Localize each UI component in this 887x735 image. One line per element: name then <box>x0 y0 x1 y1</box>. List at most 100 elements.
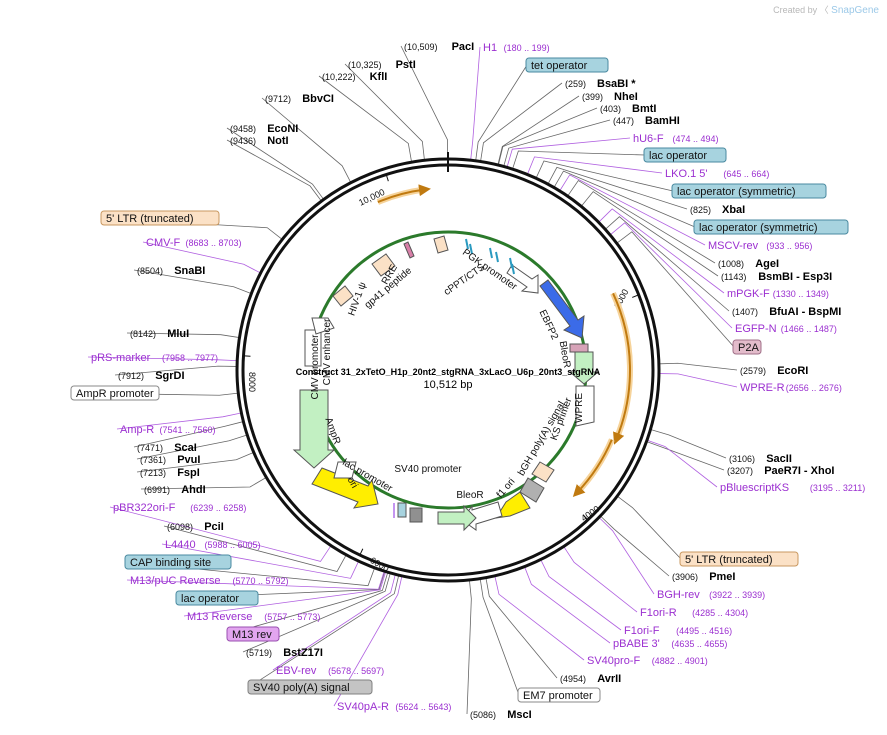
map-label-avrii[interactable]: (4954)AvrII <box>560 673 621 685</box>
leader-line <box>506 137 631 167</box>
map-label-m13-puc-reverse[interactable]: M13/pUC Reverse(5770 .. 5792) <box>130 575 289 587</box>
map-label-snabi[interactable]: (8504)SnaBI <box>137 265 205 277</box>
map-label-pvui[interactable]: (7361)PvuI <box>140 454 200 466</box>
label-name: tet operator <box>531 60 588 72</box>
map-label-ebv-rev[interactable]: EBV-rev(5678 .. 5697) <box>276 665 384 677</box>
map-label-bbvci[interactable]: (9712)BbvCI <box>265 93 334 105</box>
label-box <box>671 183 827 199</box>
leader-line <box>659 362 738 371</box>
feature-label-ori: ori <box>345 475 360 490</box>
label-position: (8504) <box>137 266 163 276</box>
label-name: SgrDI <box>155 370 184 382</box>
map-label-sacii[interactable]: (3106)SacII <box>729 453 792 465</box>
map-label-m13-rev[interactable]: M13 rev <box>226 626 280 642</box>
map-label-wpre-r[interactable]: WPRE-R(2656 .. 2676) <box>740 382 842 394</box>
map-label-5-ltr-truncated[interactable]: 5' LTR (truncated) <box>679 551 799 567</box>
map-label-lko-1-5[interactable]: LKO.1 5'(645 .. 664) <box>665 168 769 180</box>
map-label-tet-operator[interactable]: tet operator <box>525 57 609 73</box>
map-label-f1ori-f[interactable]: F1ori-F(4495 .. 4516) <box>624 625 732 637</box>
map-label-ecori[interactable]: (2579)EcoRI <box>740 365 808 377</box>
map-label-econi[interactable]: (9458)EcoNI <box>230 123 298 135</box>
lentiviral-region-arc <box>572 439 613 498</box>
map-label-amp-r[interactable]: Amp-R(7541 .. 7560) <box>120 424 216 436</box>
label-name: AmpR promoter <box>76 388 154 400</box>
label-name: pBluescriptKS <box>720 482 789 494</box>
map-label-bmti[interactable]: (403)BmtI <box>600 103 656 115</box>
label-name: 5' LTR (truncated) <box>685 554 772 566</box>
map-label-bgh-rev[interactable]: BGH-rev (3922 .. 3939) <box>657 589 765 601</box>
map-label-p2a[interactable]: P2A <box>732 339 762 355</box>
map-label-sv40pa-r[interactable]: SV40pA-R(5624 .. 5643) <box>337 701 451 713</box>
map-label-m13-reverse[interactable]: M13 Reverse(5757 .. 5773) <box>187 611 320 623</box>
map-label-egfp-n[interactable]: EGFP-N(1466 .. 1487) <box>735 323 837 335</box>
leader-line <box>617 231 735 348</box>
label-name: BfuAI - BspMI <box>769 306 841 318</box>
map-label-ampr-promoter[interactable]: AmpR promoter <box>70 385 160 401</box>
map-label-sv40-poly-a-signal[interactable]: SV40 poly(A) signal <box>247 679 373 695</box>
map-label-bsabi[interactable]: (259)BsaBI * <box>565 78 636 90</box>
label-name: BGH-rev <box>657 589 700 601</box>
map-label-f1ori-r[interactable]: F1ori-R(4285 .. 4304) <box>640 607 748 619</box>
map-label-pbr322ori-f[interactable]: pBR322ori-F(6239 .. 6258) <box>113 502 246 514</box>
label-position: (1143) <box>721 272 746 282</box>
map-label-prs-marker[interactable]: pRS-marker(7958 .. 7977) <box>91 352 218 364</box>
label-name: AgeI <box>755 258 779 270</box>
map-label-em7-promoter[interactable]: EM7 promoter <box>517 687 601 703</box>
feature-label-bleor: BleoR <box>557 340 573 369</box>
operator-site-mark <box>489 247 493 259</box>
leader-line <box>524 567 611 644</box>
map-label-pbabe-3[interactable]: pBABE 3'(4635 .. 4655) <box>613 638 727 650</box>
map-label-pcii[interactable]: (6098)PciI <box>167 521 224 533</box>
map-label-sv40pro-f[interactable]: SV40pro-F(4882 .. 4901) <box>587 655 708 667</box>
map-label-kfli[interactable]: (10,222)KflI <box>322 71 387 83</box>
label-name: pRS-marker <box>91 352 151 364</box>
map-label-lac-operator-symmetric[interactable]: lac operator (symmetric) <box>693 219 849 235</box>
map-label-hu6-f[interactable]: hU6-F(474 .. 494) <box>633 133 719 145</box>
label-position: (3922 .. 3939) <box>709 590 765 600</box>
map-label-bstz17i[interactable]: (5719)BstZ17I <box>246 647 323 659</box>
map-label-mlui[interactable]: (8142)MluI <box>130 328 189 340</box>
leader-line <box>333 576 403 707</box>
map-label-lac-operator[interactable]: lac operator <box>643 147 727 163</box>
map-label-agei[interactable]: (1008)AgeI <box>718 258 779 270</box>
label-position: (9712) <box>265 94 291 104</box>
map-label-scai[interactable]: (7471)ScaI <box>137 442 197 454</box>
wpre-arrow <box>575 385 595 427</box>
map-label-l4440[interactable]: L4440(5988 .. 6005) <box>165 539 261 551</box>
map-label-fspi[interactable]: (7213)FspI <box>140 467 200 479</box>
label-name: CAP binding site <box>130 557 211 569</box>
map-label-pmei[interactable]: (3906)PmeI <box>672 571 735 583</box>
leader-line <box>318 75 412 162</box>
map-label-xbai[interactable]: (825)XbaI <box>690 204 745 216</box>
map-label-sgrdi[interactable]: (7912)SgrDI <box>118 370 185 382</box>
leader-line <box>512 150 646 169</box>
map-label-noti[interactable]: (9436)NotI <box>230 135 289 147</box>
label-name: MluI <box>167 328 189 340</box>
label-position: (10,325) <box>348 60 382 70</box>
map-label-mscv-rev[interactable]: MSCV-rev(933 .. 956) <box>708 240 812 252</box>
map-label-lac-operator[interactable]: lac operator <box>175 590 259 606</box>
map-label-bsmbi-esp3i[interactable]: (1143)BsmBI - Esp3I <box>721 271 832 283</box>
leader-line <box>600 516 670 577</box>
label-position: (6239 .. 6258) <box>190 503 246 513</box>
label-name: MSCV-rev <box>708 240 759 252</box>
map-label-psti[interactable]: (10,325)PstI <box>348 59 416 71</box>
map-label-paer7i-xhoi[interactable]: (3207)PaeR7I - XhoI <box>727 465 834 477</box>
map-label-paci[interactable]: (10,509)PacI <box>404 41 474 53</box>
map-label-msci[interactable]: (5086)MscI <box>470 709 532 721</box>
leader-line <box>498 107 598 165</box>
map-label-nhei[interactable]: (399)NheI <box>582 91 638 103</box>
map-label-bamhi[interactable]: (447)BamHI <box>613 115 680 127</box>
map-label-5-ltr-truncated[interactable]: 5' LTR (truncated) <box>100 210 220 226</box>
leader-line <box>142 241 260 273</box>
feature-label-cmv-enhancer: CMV enhancer <box>322 318 333 385</box>
map-label-cmv-f[interactable]: CMV-F(8683 .. 8703) <box>146 237 242 249</box>
map-label-h1[interactable]: H1(180 .. 199) <box>483 42 550 54</box>
map-label-pbluescriptks[interactable]: pBluescriptKS(3195 .. 3211) <box>720 482 865 494</box>
map-label-ahdi[interactable]: (6991)AhdI <box>144 484 206 496</box>
map-label-lac-operator-symmetric[interactable]: lac operator (symmetric) <box>671 183 827 199</box>
map-label-bfuai-bspmi[interactable]: (1407)BfuAI - BspMI <box>732 306 841 318</box>
map-label-mpgk-f[interactable]: mPGK-F(1330 .. 1349) <box>727 288 829 300</box>
label-position: (2656 .. 2676) <box>786 383 842 393</box>
map-label-cap-binding-site[interactable]: CAP binding site <box>124 554 232 570</box>
